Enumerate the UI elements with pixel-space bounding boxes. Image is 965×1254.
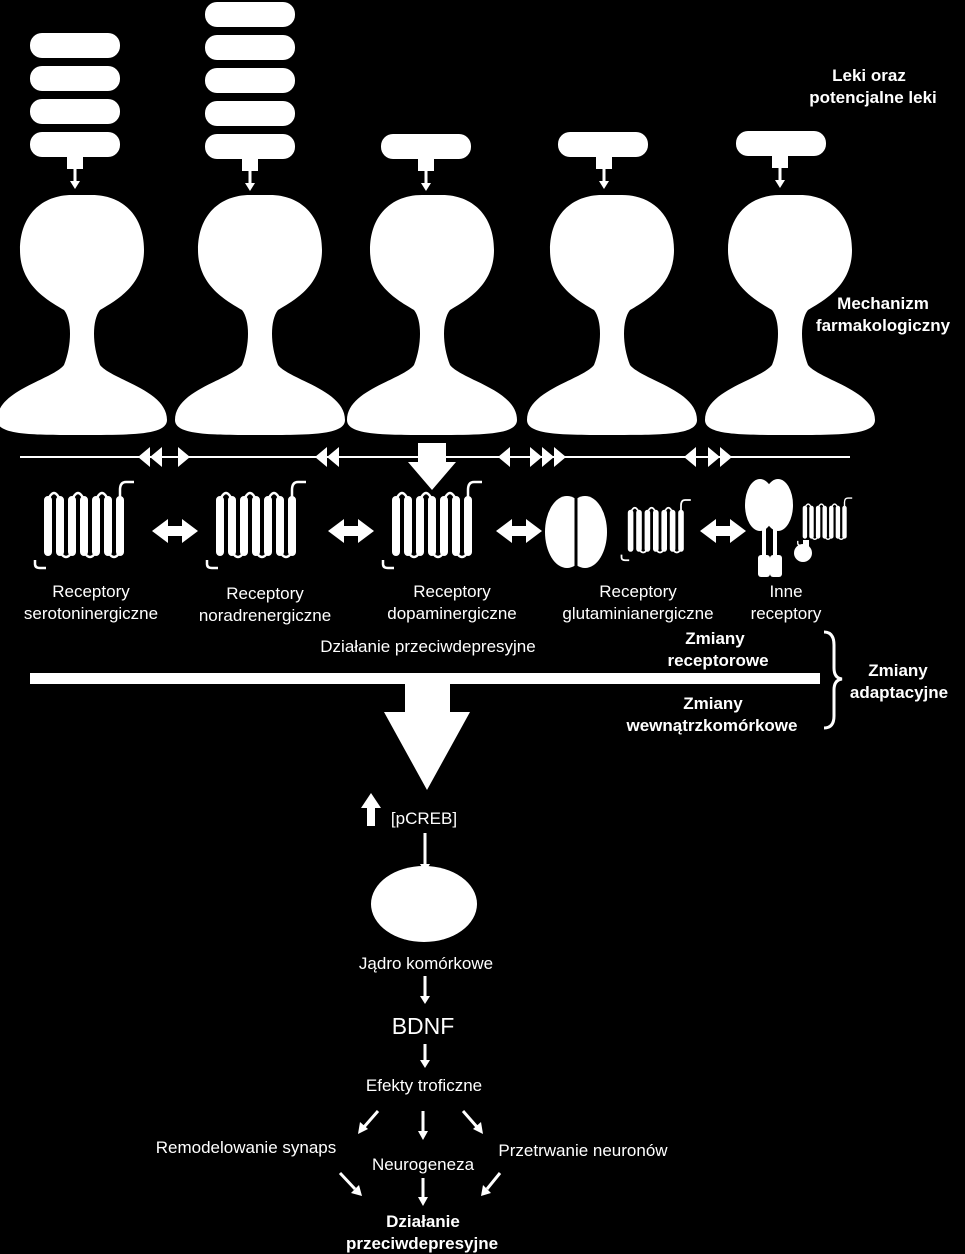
converging-arrows [338, 1171, 502, 1206]
membrane-down-arrow [408, 443, 456, 490]
drug-pill [205, 68, 295, 93]
receptor-glutamate-icon [545, 496, 607, 568]
drug-pill [736, 131, 826, 156]
receptor-label-1-line1: Receptory [52, 582, 130, 601]
receptor-label-4-line1: Receptory [599, 582, 677, 601]
nucleus-shape [371, 866, 477, 942]
drug-pill [205, 101, 295, 126]
neuron-2 [175, 195, 345, 435]
neuron-1 [0, 195, 167, 435]
receptor-changes-line1: Zmiany [685, 629, 745, 648]
adaptive-changes-line1: Zmiany [868, 661, 928, 680]
neuron-3 [347, 195, 517, 435]
drug-pill [381, 134, 471, 159]
nucleus-label: Jądro komórkowe [359, 954, 493, 973]
receptor-dopamine-icon [383, 482, 482, 568]
receptors [35, 479, 852, 577]
neuron-5 [705, 195, 875, 435]
drug-stacks [30, 2, 826, 159]
adaptive-changes-line2: adaptacyjne [850, 683, 948, 702]
up-arrow-icon [361, 793, 381, 826]
adaptive-brace [823, 630, 843, 730]
drugs-label-line1: Leki oraz [832, 66, 906, 85]
neuron-4 [527, 195, 697, 435]
membrane [20, 443, 850, 490]
receptor-serotonin-icon [35, 482, 134, 568]
receptor-label-2-line1: Receptory [226, 584, 304, 603]
receptor-label-3-line2: dopaminergiczne [387, 604, 516, 623]
receptor-label-1-line2: serotoninergiczne [24, 604, 158, 623]
receptor-labels: Receptory serotoninergiczne Receptory no… [24, 582, 822, 625]
receptor-noradrenaline-icon [207, 482, 306, 568]
drug-pill [30, 132, 120, 157]
receptor-label-5-line2: receptory [751, 604, 822, 623]
receptor-other-icon [745, 479, 812, 577]
intracellular-changes-line1: Zmiany [683, 694, 743, 713]
mechanism-label-line2: farmakologiczny [816, 316, 951, 335]
drug-pill [30, 66, 120, 91]
big-down-arrow [384, 684, 470, 790]
receptor-other-gpcr-icon [798, 498, 852, 545]
neurons [0, 195, 875, 435]
intracellular-changes-line2: wewnątrzkomórkowe [626, 716, 798, 735]
drug-pill [30, 33, 120, 58]
drugs-label-line2: potencjalne leki [809, 88, 937, 107]
neuron-survival-label: Przetrwanie neuronów [498, 1141, 668, 1160]
drug-stack-2 [205, 2, 295, 159]
drug-pill [30, 99, 120, 124]
receptor-label-3-line1: Receptory [413, 582, 491, 601]
drug-pill [205, 134, 295, 159]
receptor-label-2-line2: noradrenergiczne [199, 606, 331, 625]
pcreb-label: [pCREB] [391, 809, 457, 828]
final-action-line2: przeciwdepresyjne [346, 1234, 498, 1253]
neurogenesis-label: Neurogeneza [372, 1155, 475, 1174]
bdnf-label: BDNF [392, 1013, 455, 1039]
antidepressant-action-label: Działanie przeciwdepresyjne [320, 637, 535, 656]
synapse-remodeling-label: Remodelowanie synaps [156, 1138, 337, 1157]
drug-stack-1 [30, 33, 120, 157]
membrane-arrowheads [138, 447, 732, 467]
branch-arrows [358, 1110, 483, 1140]
receptor-glutamate-gpcr-icon [622, 500, 691, 560]
final-action-line1: Działanie [386, 1212, 460, 1231]
receptor-double-arrows [152, 519, 746, 543]
trophic-effects-label: Efekty troficzne [366, 1076, 482, 1095]
receptor-label-5-line1: Inne [769, 582, 802, 601]
drug-pill [205, 2, 295, 27]
receptor-label-4-line2: glutaminianergiczne [562, 604, 713, 623]
drug-pill [558, 132, 648, 157]
mechanism-label-line1: Mechanizm [837, 294, 929, 313]
drug-connectors [67, 156, 788, 191]
adaptive-bar [30, 673, 820, 684]
receptor-changes-line2: receptorowe [667, 651, 768, 670]
drug-pill [205, 35, 295, 60]
